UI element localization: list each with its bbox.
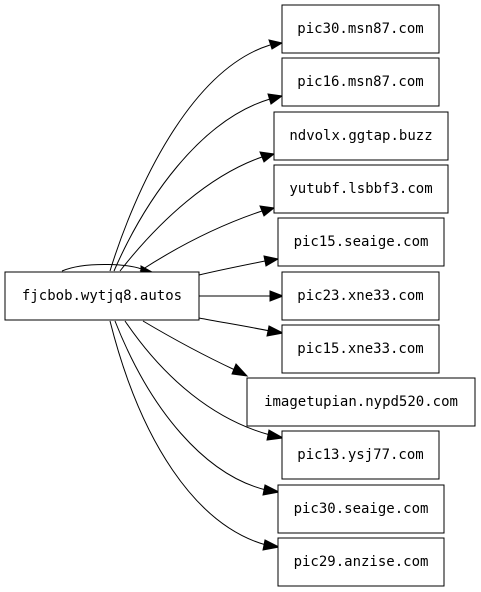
node-label: pic16.msn87.com [297,74,423,90]
node-label: yutubf.lsbbf3.com [289,181,432,197]
edge-to-ndvolx-ggtap [119,151,276,272]
edge-to-imagetupian-nypd520 [142,320,249,377]
node-pic13-ysj77: pic13.ysj77.com [281,430,440,480]
node-label: pic29.anzise.com [294,554,429,570]
node-ndvolx-ggtap: ndvolx.ggtap.buzz [273,111,449,161]
node-pic23-xne33: pic23.xne33.com [281,271,440,321]
edges-layer [61,39,285,551]
node-yutubf-lsbbf3: yutubf.lsbbf3.com [273,164,449,214]
node-label: pic13.ysj77.com [297,447,423,463]
edge-to-pic23-xne33 [199,290,285,302]
node-label: fjcbob.wytjq8.autos [22,288,182,304]
edge-to-pic15-xne33 [198,317,285,337]
edge-to-yutubf-lsbbf3 [139,205,276,272]
edge-to-pic13-ysj77 [124,320,285,441]
edge-to-pic30-msn87 [109,39,284,272]
node-source: fjcbob.wytjq8.autos [4,271,200,321]
node-pic15-xne33: pic15.xne33.com [281,324,440,374]
edge-to-pic29-anzise [109,320,281,551]
node-label: pic23.xne33.com [297,288,423,304]
node-pic16-msn87: pic16.msn87.com [281,57,440,107]
nodes-layer: fjcbob.wytjq8.autos pic30.msn87.com pic1… [4,4,476,587]
node-label: pic15.seaige.com [294,234,429,250]
node-pic29-anzise: pic29.anzise.com [277,537,445,587]
node-pic15-seaige: pic15.seaige.com [277,217,445,267]
node-imagetupian-nypd520: imagetupian.nypd520.com [246,377,476,427]
edge-to-pic16-msn87 [113,93,284,272]
edge-to-pic30-seaige [114,320,281,496]
node-label: pic30.msn87.com [297,21,423,37]
edge-to-pic15-seaige [198,255,280,276]
node-label: imagetupian.nypd520.com [264,394,458,410]
node-label: pic30.seaige.com [294,501,429,517]
node-label: pic15.xne33.com [297,341,423,357]
node-pic30-msn87: pic30.msn87.com [281,4,440,54]
node-label: ndvolx.ggtap.buzz [289,128,432,144]
node-pic30-seaige: pic30.seaige.com [277,484,445,534]
